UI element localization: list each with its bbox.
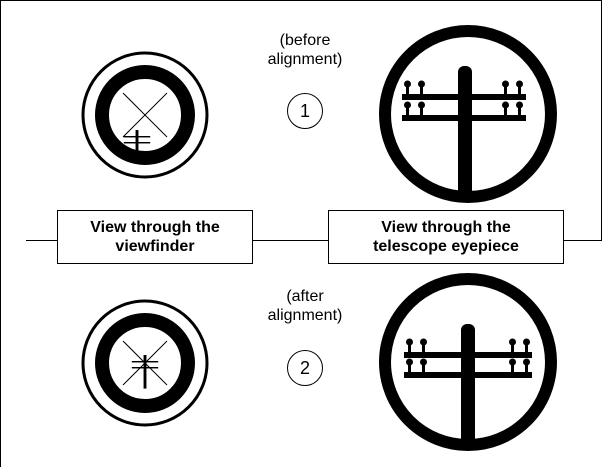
viewfinder-view-icon [80, 298, 210, 428]
frame-top-border [0, 0, 602, 1]
after-alignment-caption: (after alignment) [245, 287, 365, 325]
eyepiece-label: View through the telescope eyepiece [328, 210, 564, 264]
step-number-2: 2 [287, 350, 323, 386]
eyepiece-label-line2: telescope eyepiece [329, 237, 563, 256]
step-number-1: 1 [287, 93, 323, 129]
after-caption-line1: (after [245, 287, 365, 306]
eyepiece-label-line1: View through the [329, 218, 563, 237]
eyepiece-view-icon [378, 24, 558, 204]
before-caption-line2: alignment) [245, 50, 365, 69]
frame-left-border [0, 0, 1, 467]
viewfinder-label-line2: viewfinder [58, 237, 252, 256]
viewfinder-label-line1: View through the [58, 218, 252, 237]
before-alignment-caption: (before alignment) [245, 31, 365, 69]
viewfinder-view-icon [80, 50, 210, 180]
after-caption-line2: alignment) [245, 306, 365, 325]
viewfinder-label: View through the viewfinder [57, 210, 253, 264]
before-caption-line1: (before [245, 31, 365, 50]
eyepiece-view-icon [378, 272, 558, 452]
